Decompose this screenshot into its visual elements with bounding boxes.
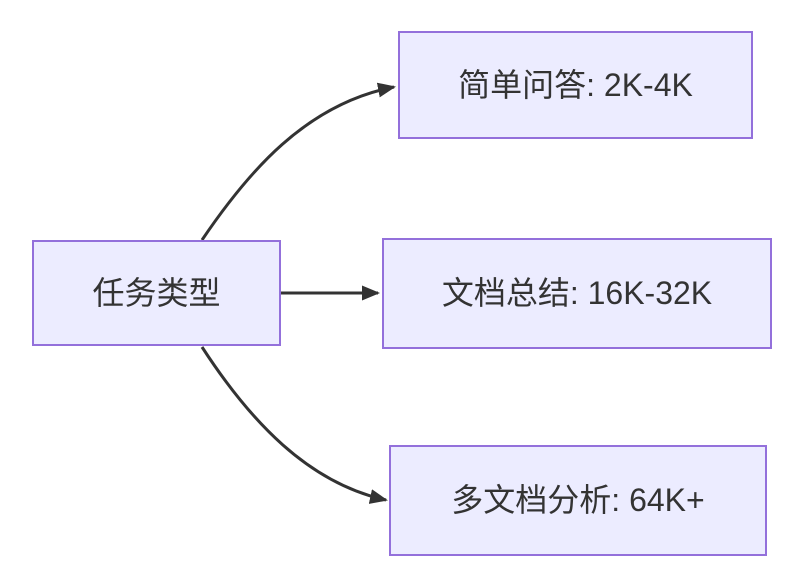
edge-root-to-simple-qa bbox=[200, 82, 396, 241]
node-multi-doc: 多文档分析: 64K+ bbox=[389, 445, 767, 556]
node-task-type: 任务类型 bbox=[32, 240, 281, 346]
node-doc-summary-label: 文档总结: 16K-32K bbox=[441, 275, 713, 312]
node-doc-summary: 文档总结: 16K-32K bbox=[382, 238, 772, 349]
node-task-type-label: 任务类型 bbox=[92, 274, 221, 311]
node-simple-qa: 简单问答: 2K-4K bbox=[398, 31, 753, 139]
node-multi-doc-label: 多文档分析: 64K+ bbox=[451, 482, 705, 519]
edge-root-to-multi-doc bbox=[200, 346, 388, 504]
node-simple-qa-label: 简单问答: 2K-4K bbox=[458, 66, 693, 103]
